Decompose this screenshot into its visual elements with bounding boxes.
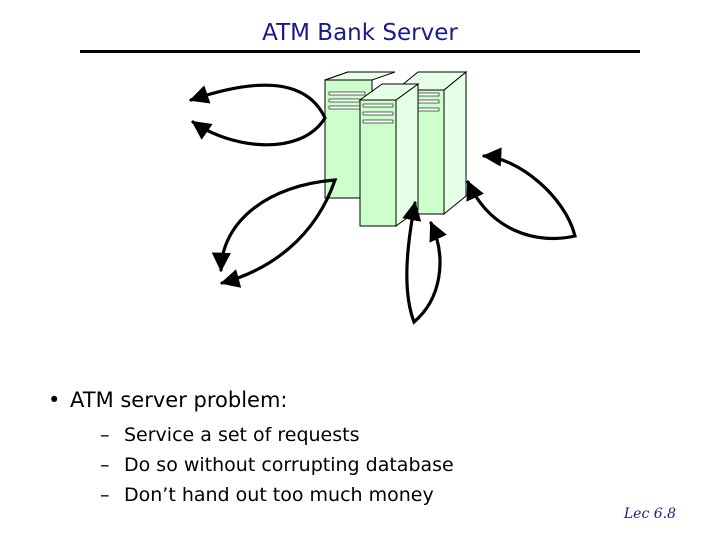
- sub-bullet-list: –Service a set of requests –Do so withou…: [100, 420, 454, 510]
- bullet-marker: •: [48, 388, 61, 412]
- sub-bullet-text: Don’t hand out too much money: [124, 484, 434, 506]
- sub-bullet-marker: –: [100, 484, 110, 506]
- sub-bullet-item: –Do so without corrupting database: [100, 450, 454, 480]
- sub-bullet-text: Service a set of requests: [124, 424, 360, 446]
- title-underline: [80, 50, 640, 53]
- request-arrow-mid-left: [211, 178, 338, 288]
- sub-bullet-marker: –: [100, 424, 110, 446]
- main-bullet: • ATM server problem:: [48, 388, 287, 412]
- server-tower-middle: [358, 83, 420, 227]
- bullet-text: ATM server problem:: [70, 388, 288, 412]
- sub-bullet-marker: –: [100, 454, 110, 476]
- sub-bullet-text: Do so without corrupting database: [124, 454, 454, 476]
- request-arrow-right: [466, 147, 577, 241]
- request-arrow-bottom: [402, 201, 447, 325]
- request-arrow-top-left: [189, 83, 327, 147]
- slide-footer: Lec 6.8: [623, 506, 676, 522]
- sub-bullet-item: –Don’t hand out too much money: [100, 480, 454, 510]
- sub-bullet-item: –Service a set of requests: [100, 420, 454, 450]
- slide-title: ATM Bank Server: [262, 20, 458, 46]
